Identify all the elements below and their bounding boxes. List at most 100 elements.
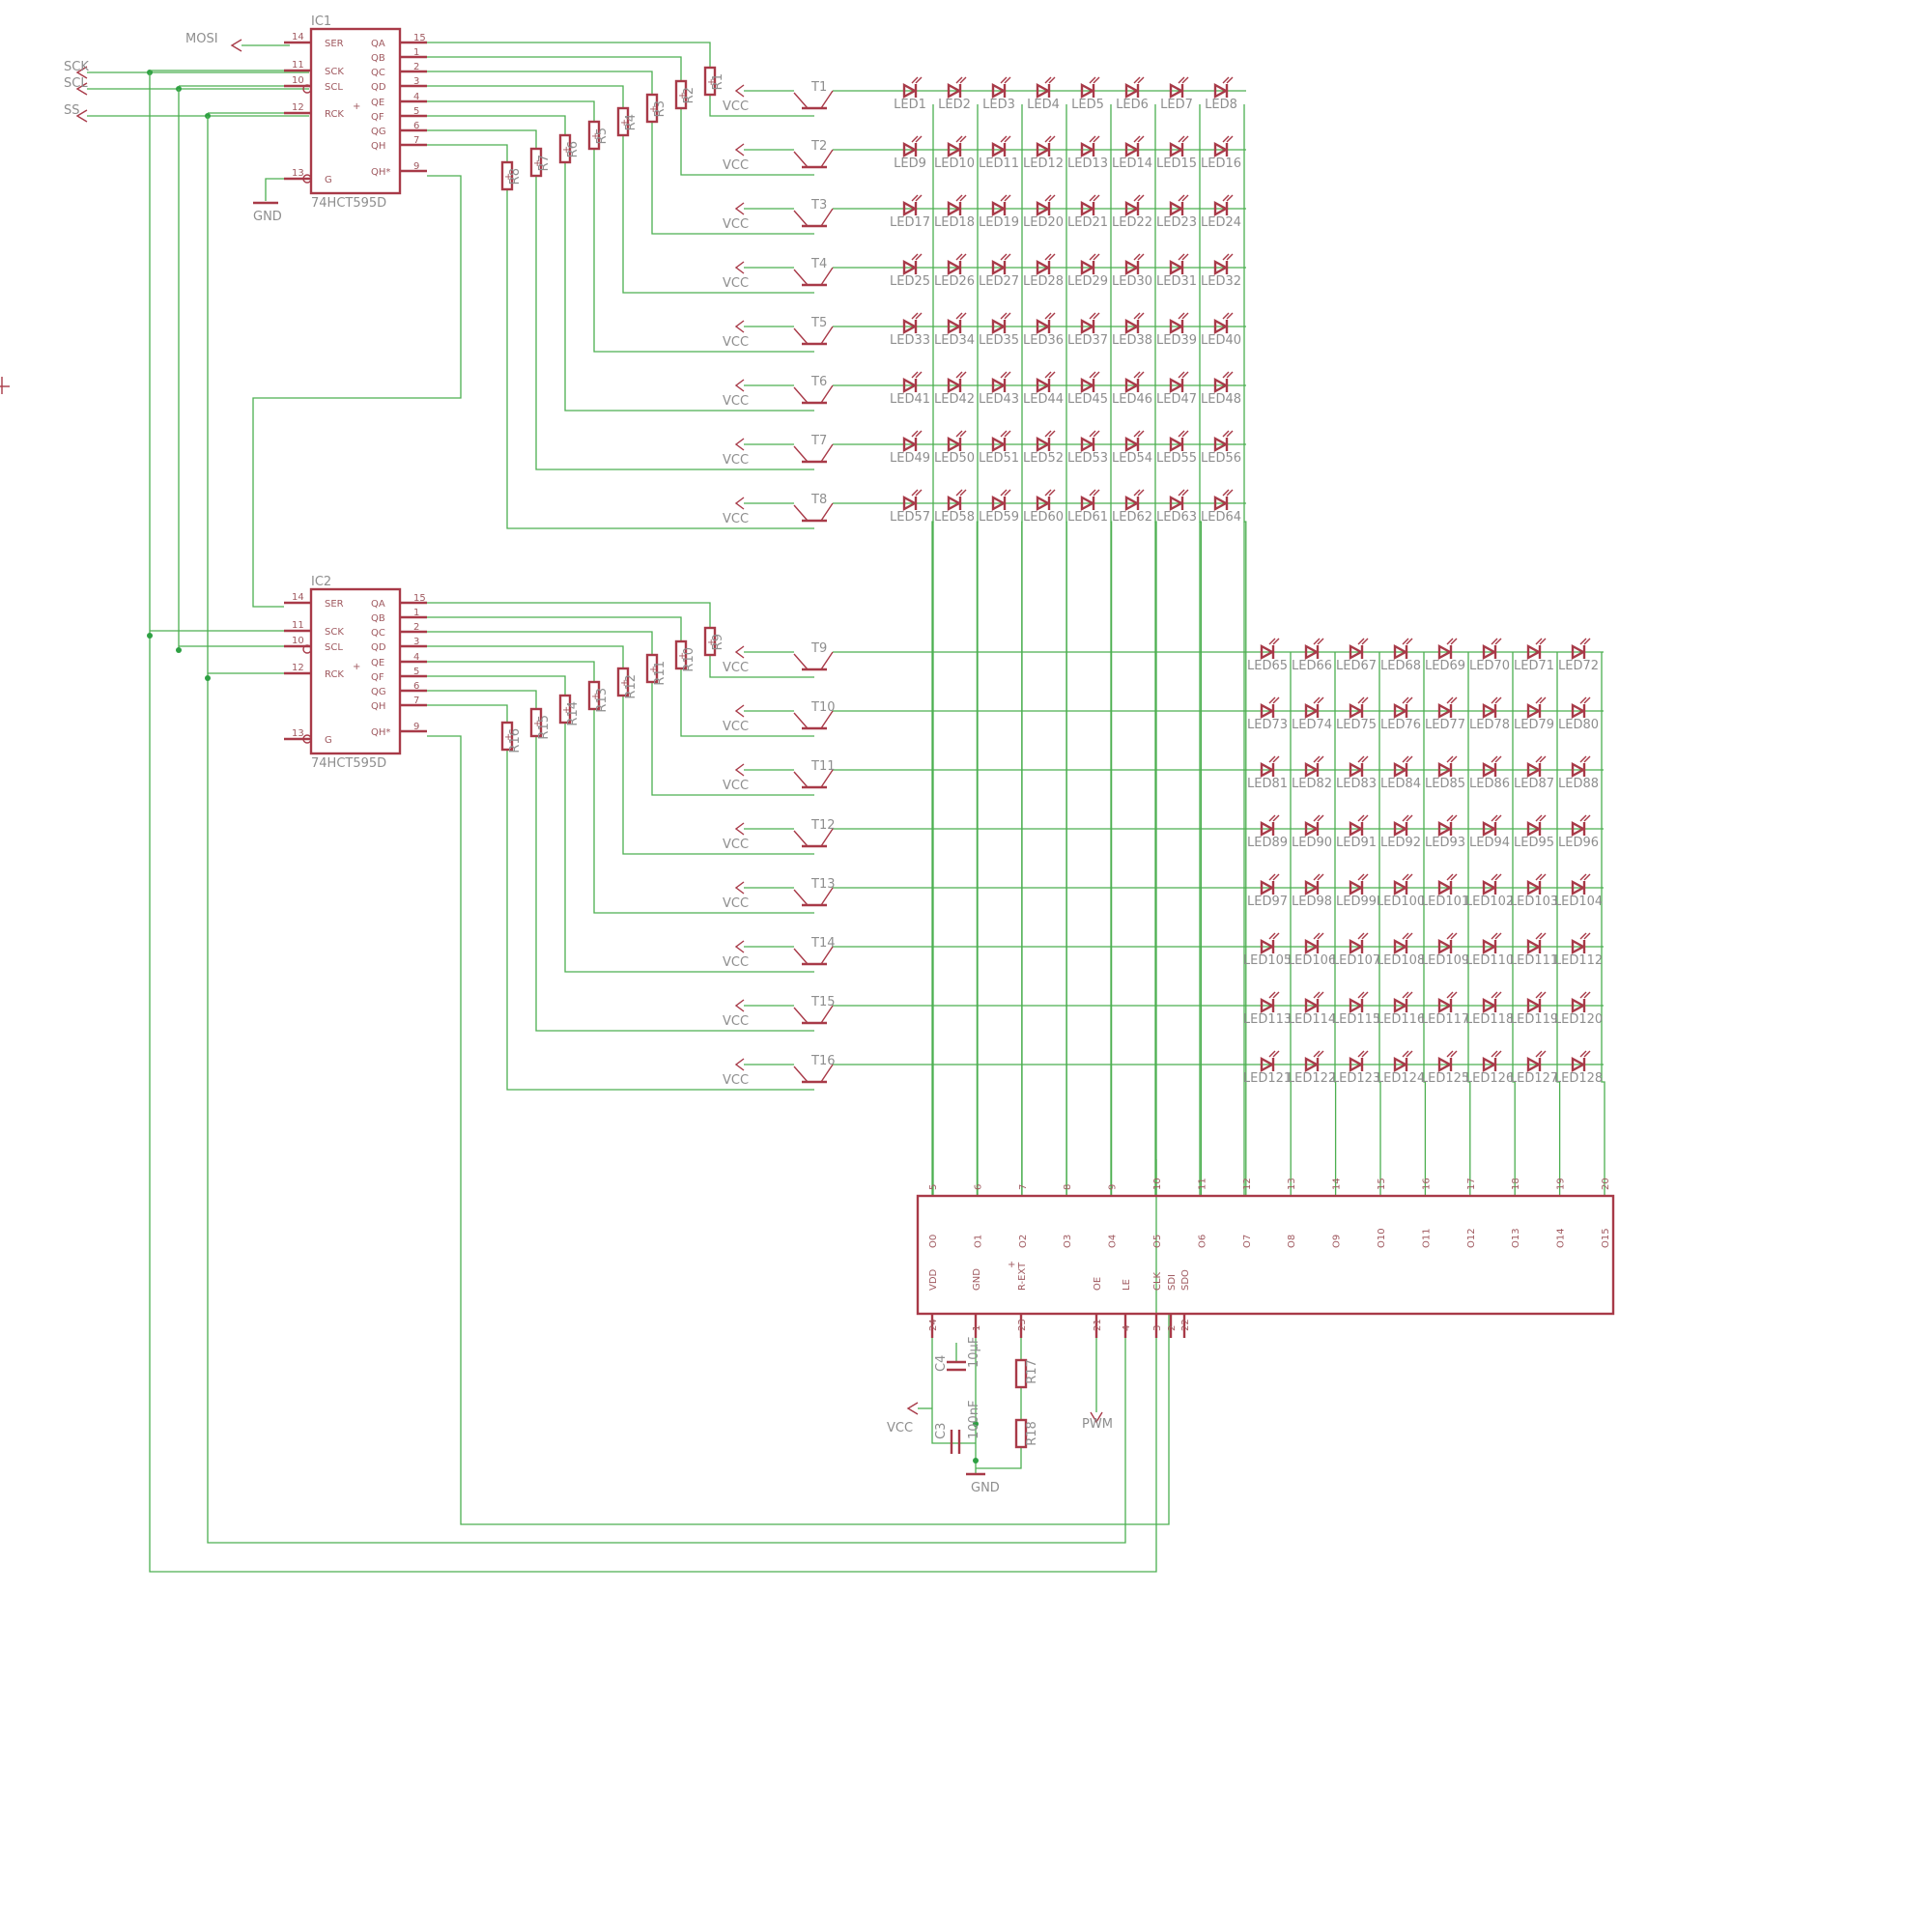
led-arrow xyxy=(1494,873,1502,881)
resistor-label: R13 xyxy=(595,688,610,713)
led-arrow xyxy=(1402,638,1409,645)
driver-pin-num: 7 xyxy=(1018,1184,1029,1190)
vcc-symbol xyxy=(906,1402,919,1415)
led-led121 xyxy=(1260,1056,1275,1073)
led-label: LED55 xyxy=(1156,451,1197,466)
resistor-plus: + xyxy=(620,678,628,689)
led-arrow xyxy=(1539,814,1547,822)
led-label: LED45 xyxy=(1067,392,1108,407)
led-label: LED98 xyxy=(1292,895,1332,909)
led-led124 xyxy=(1393,1056,1408,1073)
led-arrow xyxy=(1272,755,1280,763)
led-arrow xyxy=(1222,194,1230,202)
led-arrow xyxy=(1226,194,1234,202)
driver-pin-name: O7 xyxy=(1242,1235,1253,1248)
driver-bottom-pin-name: OE xyxy=(1093,1277,1103,1291)
led-label: LED92 xyxy=(1380,836,1421,850)
led-led75 xyxy=(1349,702,1364,720)
led-arrow xyxy=(1093,76,1100,84)
led-arrow xyxy=(1446,814,1454,822)
vcc-label: VCC xyxy=(723,720,749,734)
led-label: LED61 xyxy=(1067,510,1108,525)
ic1-pin-name: SER xyxy=(325,39,344,49)
led-led117 xyxy=(1437,997,1453,1014)
ic2-pin-name: G xyxy=(325,735,332,746)
led-arrow xyxy=(1137,194,1145,202)
led-label: LED47 xyxy=(1156,392,1197,407)
resistor-r15 xyxy=(529,707,543,738)
led-label: LED56 xyxy=(1201,451,1241,466)
driver-pin-num: 15 xyxy=(1377,1178,1387,1190)
led-label: LED127 xyxy=(1510,1071,1558,1086)
led-arrow xyxy=(1402,932,1409,940)
led-arrow xyxy=(1579,638,1587,645)
led-arrow xyxy=(915,430,923,438)
led-led49 xyxy=(902,436,918,453)
driver-pin-name: O3 xyxy=(1063,1235,1073,1248)
led-arrow xyxy=(911,194,919,202)
led-led70 xyxy=(1482,643,1497,661)
led-arrow xyxy=(1093,371,1100,379)
led-led105 xyxy=(1260,938,1275,955)
base-wire xyxy=(535,176,814,470)
led-label: LED14 xyxy=(1112,156,1152,171)
ic1-pin-num: 11 xyxy=(292,60,304,71)
led-arrow xyxy=(1317,638,1324,645)
driver-bottom-pin-num: 21 xyxy=(1093,1319,1103,1331)
led-label: LED70 xyxy=(1469,659,1510,673)
led-arrow xyxy=(1406,814,1413,822)
led-arrow xyxy=(955,312,963,320)
resistor-label: R9 xyxy=(711,634,725,650)
driver-bottom-pin-name: SDO xyxy=(1180,1269,1191,1291)
led-arrow xyxy=(911,135,919,143)
led-label: LED35 xyxy=(979,333,1019,348)
transistor-emitter xyxy=(820,326,834,345)
ic2-name: IC2 xyxy=(311,575,331,589)
resistor-r17-label: R17 xyxy=(1025,1359,1039,1384)
led-arrow xyxy=(1494,1050,1502,1058)
led-led112 xyxy=(1571,938,1586,955)
transistor-collector xyxy=(793,771,809,788)
led-led37 xyxy=(1080,318,1095,335)
scl-net-label: SCL xyxy=(64,76,88,91)
transistor-emitter xyxy=(820,710,834,729)
led-led107 xyxy=(1349,938,1364,955)
led-label: LED65 xyxy=(1247,659,1288,673)
driver-pin-num: 17 xyxy=(1466,1178,1477,1190)
vcc-symbol xyxy=(734,940,745,953)
led-label: LED49 xyxy=(890,451,930,466)
led-arrow xyxy=(1317,932,1324,940)
led-arrow xyxy=(959,312,967,320)
led-led127 xyxy=(1526,1056,1542,1073)
led-arrow xyxy=(1583,991,1591,999)
led-label: LED25 xyxy=(890,274,930,289)
ic1-pin-name: QH* xyxy=(371,167,390,178)
resistor-plus: + xyxy=(678,91,686,101)
vcc-label: VCC xyxy=(723,896,749,911)
ic1-pin-num: 4 xyxy=(413,92,419,102)
resistor-r14 xyxy=(558,694,572,724)
driver-bottom-pin-num: 23 xyxy=(1017,1319,1028,1331)
led-arrow xyxy=(955,194,963,202)
led-label: LED81 xyxy=(1247,777,1288,791)
led-led56 xyxy=(1213,436,1229,453)
led-arrow xyxy=(1226,135,1234,143)
led-arrow xyxy=(1446,638,1454,645)
ic1-pin-name: QC xyxy=(371,68,385,78)
led-arrow xyxy=(1000,371,1008,379)
shift-out-wire xyxy=(427,100,595,122)
led-led64 xyxy=(1213,495,1229,512)
resistor-plus: + xyxy=(707,77,715,88)
led-label: LED66 xyxy=(1292,659,1332,673)
led-arrow xyxy=(1272,1050,1280,1058)
ic1-scl-bubble xyxy=(302,84,312,94)
resistor-label: R10 xyxy=(682,647,696,672)
led-led48 xyxy=(1213,377,1229,394)
column-wire-top xyxy=(1243,104,1247,1196)
led-arrow xyxy=(1450,638,1458,645)
junction-dot xyxy=(973,1458,979,1463)
led-arrow xyxy=(1178,489,1185,497)
ic2-pin-name: QG xyxy=(371,687,386,697)
led-arrow xyxy=(1450,873,1458,881)
resistor-label: R11 xyxy=(653,661,668,686)
